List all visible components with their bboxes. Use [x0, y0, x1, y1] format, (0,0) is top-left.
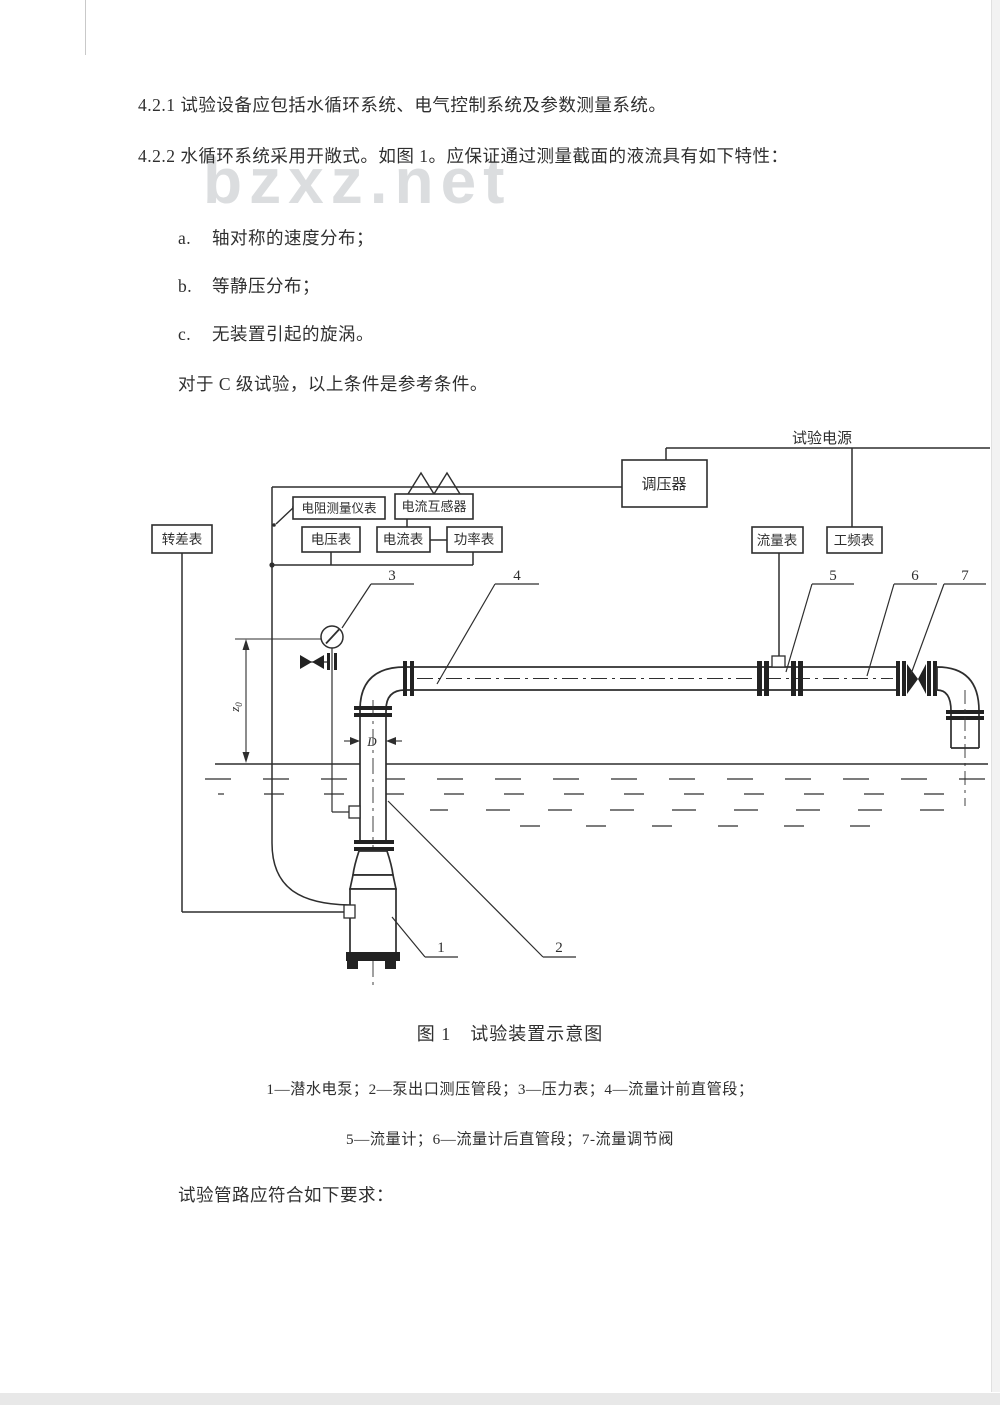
callout-2: 2 [387, 800, 576, 958]
list-item-a-label: a. [178, 228, 192, 248]
d-dimension: D [344, 734, 402, 749]
list-item-b: b. 等静压分布； [178, 267, 320, 305]
svg-text:3: 3 [388, 568, 396, 584]
svg-text:D: D [366, 734, 377, 749]
resistance-instrument-label: 电阻测量仪表 [301, 502, 377, 516]
regulator-box [621, 459, 708, 508]
voltmeter-box [301, 526, 361, 553]
voltmeter-label: 电压表 [311, 532, 352, 547]
callout-6: 6 [866, 568, 937, 677]
callout-1: 1 [391, 916, 458, 958]
current-transformer-box [394, 493, 474, 520]
scan-edge-right [991, 0, 1000, 1392]
ammeter-box [376, 526, 431, 553]
ammeter-label: 电流表 [383, 532, 424, 547]
power-source-label: 试验电源 [792, 430, 852, 447]
figure-caption: 图 1 试验装置示意图 [416, 1024, 604, 1044]
list-item-a-text: 轴对称的速度分布； [212, 228, 374, 248]
flow-indicator-box [751, 526, 804, 554]
svg-text:1: 1 [437, 940, 445, 956]
callout-7: 7 [910, 568, 986, 675]
list-item-b-text: 等静压分布； [212, 276, 320, 296]
svg-text:5: 5 [829, 568, 837, 584]
note-paragraph: 对于 C 级试验，以上条件是参考条件。 [178, 374, 488, 394]
pressure-gauge [300, 625, 361, 819]
list-item-b-label: b. [178, 276, 193, 296]
pump-cable [271, 842, 350, 906]
scan-edge-artifact [85, 0, 86, 55]
closing-paragraph: 试验管路应符合如下要求： [178, 1185, 394, 1205]
callout-3: 3 [341, 568, 414, 629]
current-transformer-icon [407, 471, 461, 495]
wattmeter-box [446, 526, 503, 553]
resistance-instrument-box [292, 496, 386, 520]
wattmeter-label: 功率表 [454, 531, 495, 547]
watermark: bzxz.net [203, 145, 512, 217]
water-surface [205, 763, 988, 827]
slip-meter-label: 转差表 [162, 532, 203, 547]
frequency-meter-box [826, 526, 883, 554]
svg-text:7: 7 [961, 568, 969, 584]
slip-meter-box [151, 524, 213, 554]
flow-regulating-valve [896, 661, 937, 696]
clause-4-2-2: 4.2.2 水循环系统采用开敞式。如图 1。应保证通过测量截面的液流具有如下特性… [138, 146, 789, 166]
current-transformer-label: 电流互感器 [401, 499, 466, 514]
list-item-c-text: 无装置引起的旋涡。 [212, 324, 374, 344]
svg-text:2: 2 [555, 940, 563, 956]
list-item-c-label: c. [178, 324, 192, 344]
piping [354, 655, 984, 986]
instrument-boxes: 调压器 工频表 流量表 转差表 电阻测量仪表 电流互感器 电压表 电流表 功率表 [151, 459, 883, 554]
submersible-pump [343, 840, 400, 969]
callout-5: 5 [785, 568, 854, 673]
scan-edge-bottom [0, 1393, 1000, 1405]
list-item-a: a. 轴对称的速度分布； [178, 219, 374, 257]
power-wiring [181, 447, 990, 913]
svg-text:4: 4 [513, 568, 521, 584]
list-item-c: c. 无装置引起的旋涡。 [178, 315, 374, 353]
cable-entry [343, 904, 356, 919]
callouts: 3 4 5 6 7 1 2 [341, 568, 986, 958]
figure-legend-line1: 1—潜水电泵；2—泵出口测压管段；3—压力表；4—流量计前直管段； [266, 1081, 754, 1098]
frequency-meter-label: 工频表 [834, 533, 875, 548]
figure-legend-line2: 5—流量计；6—流量计后直管段；7-流量调节阀 [346, 1131, 674, 1148]
regulator-label: 调压器 [641, 476, 686, 493]
flow-indicator-label: 流量表 [757, 533, 798, 548]
svg-text:6: 6 [911, 568, 919, 584]
flow-meter [757, 655, 803, 696]
callout-4: 4 [436, 568, 539, 685]
svg-text:z0: z0 [227, 702, 244, 713]
z0-dimension: z0 [227, 638, 321, 763]
clause-4-2-1: 4.2.1 试验设备应包括水循环系统、电气控制系统及参数测量系统。 [138, 95, 667, 115]
